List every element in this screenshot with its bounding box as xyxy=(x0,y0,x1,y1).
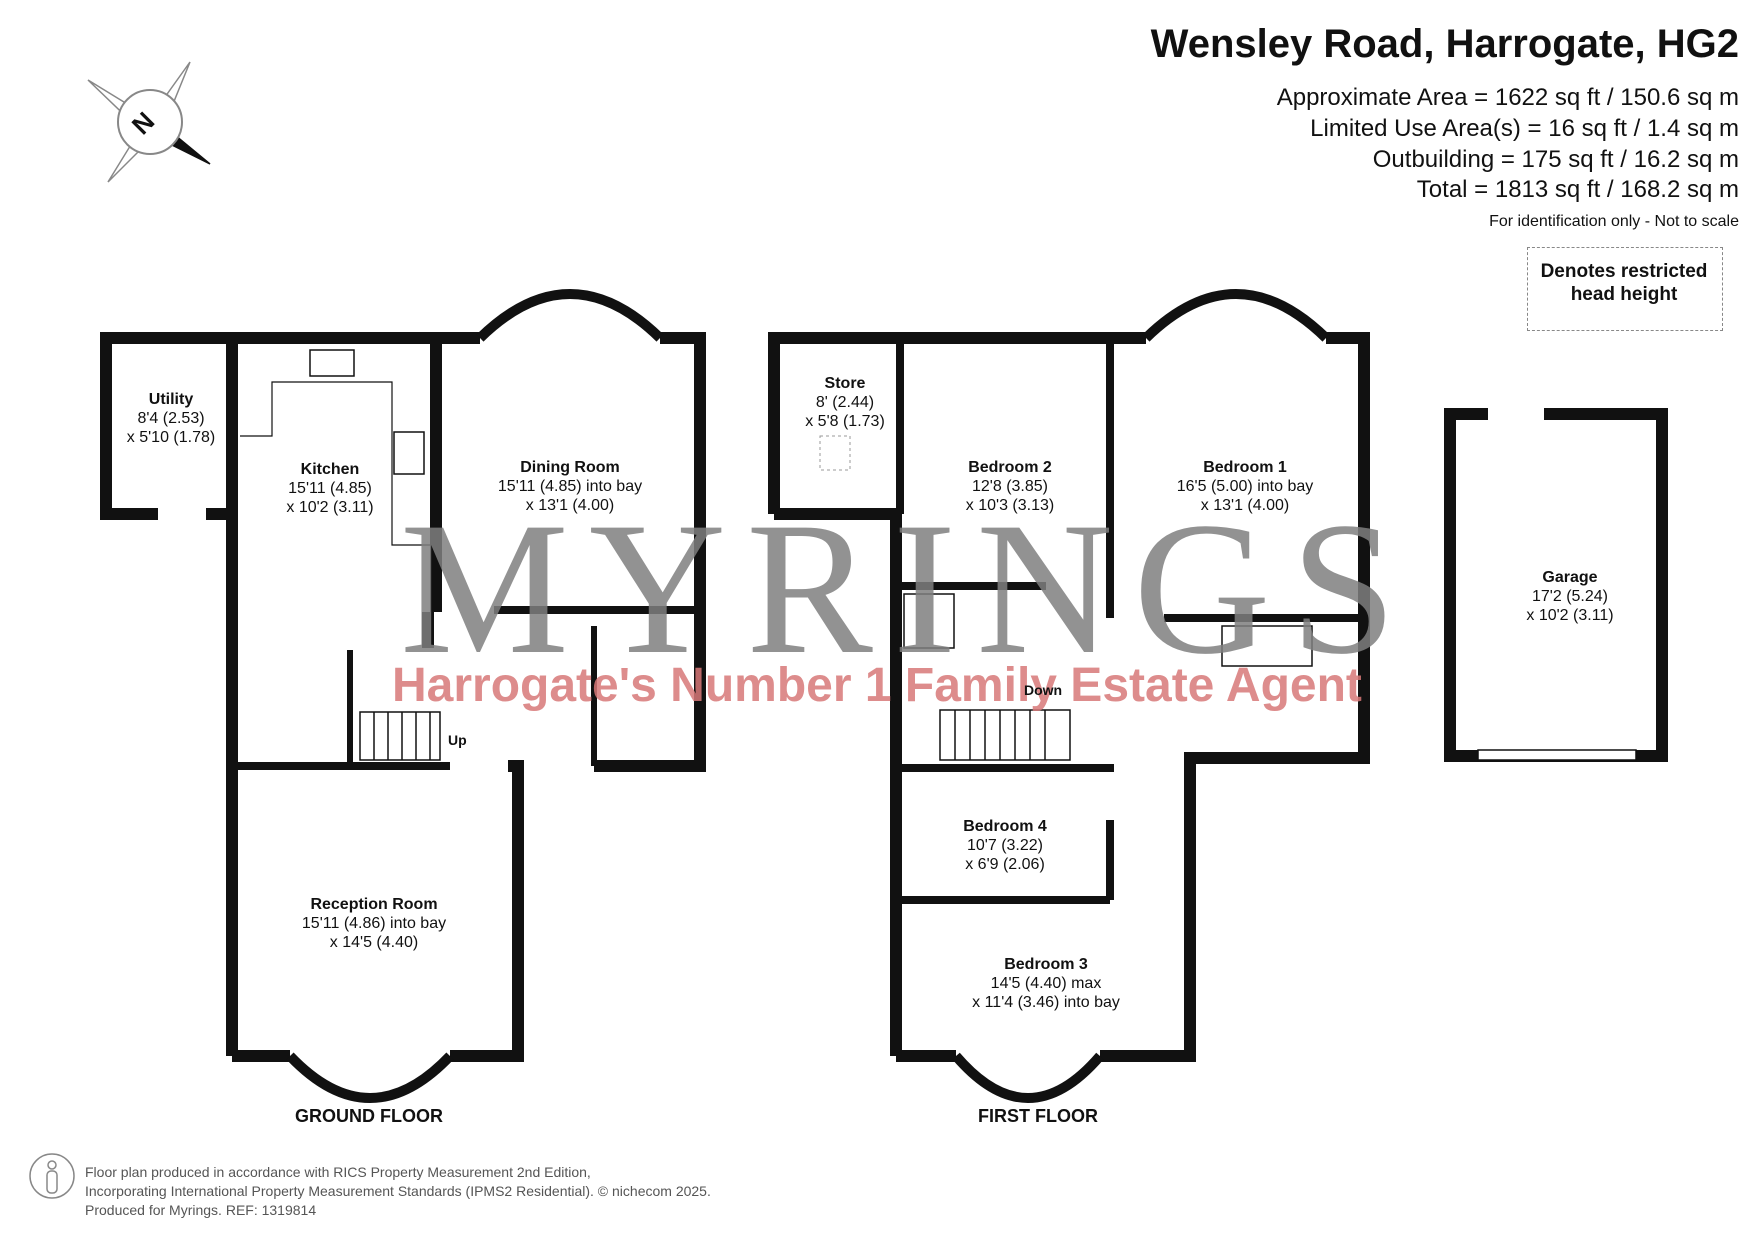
room-dim: 8'4 (2.53) xyxy=(137,410,205,427)
room-bedroom1: Bedroom 1 16'5 (5.00) into bay x 13'1 (4… xyxy=(1177,458,1313,515)
room-dim: 10'7 (3.22) xyxy=(966,837,1043,854)
legend-text: Denotes restricted head height xyxy=(1527,260,1721,306)
dining-bay-window xyxy=(476,289,664,342)
footer-credits: Floor plan produced in accordance with R… xyxy=(85,1163,711,1220)
ground-stairs-icon xyxy=(359,711,441,761)
bath-icon xyxy=(1221,625,1313,667)
room-dim: x 10'2 (3.11) xyxy=(1526,607,1614,624)
legend-line2: head height xyxy=(1570,284,1678,305)
stairs-up-label: Up xyxy=(448,732,467,748)
property-title: Wensley Road, Harrogate, HG2 xyxy=(1150,22,1739,66)
first-stairs-icon xyxy=(939,709,1071,761)
brand-watermark: MYRINGS xyxy=(400,484,1417,694)
room-dim: 15'11 (4.86) into bay xyxy=(301,915,447,932)
area-approximate: Approximate Area = 1622 sq ft / 150.6 sq… xyxy=(1276,84,1739,111)
ground-floor-label: GROUND FLOOR xyxy=(295,1106,443,1126)
room-dim: x 10'2 (3.11) xyxy=(286,499,374,516)
area-total: Total = 1813 sq ft / 168.2 sq m xyxy=(1416,176,1739,203)
first-floor-label: FIRST FLOOR xyxy=(978,1106,1098,1126)
room-dim: 8' (2.44) xyxy=(815,394,875,411)
room-name: Bedroom 2 xyxy=(968,459,1052,476)
shower-icon xyxy=(903,593,955,649)
bedroom3-bay-window xyxy=(952,1052,1104,1103)
brand-tagline: Harrogate's Number 1 Family Estate Agent xyxy=(392,659,1362,712)
room-dim: x 13'1 (4.00) xyxy=(525,497,615,514)
kitchen-sink-icon xyxy=(309,349,355,377)
area-limited-use: Limited Use Area(s) = 16 sq ft / 1.4 sq … xyxy=(1310,115,1739,142)
footer-line: Produced for Myrings. REF: 1319814 xyxy=(85,1202,317,1218)
footer-line: Floor plan produced in accordance with R… xyxy=(85,1164,591,1180)
reception-bay-window xyxy=(286,1052,454,1103)
legend-line1: Denotes restricted xyxy=(1540,261,1708,282)
room-name: Kitchen xyxy=(300,461,360,478)
room-dining: Dining Room 15'11 (4.85) into bay x 13'1… xyxy=(498,458,642,515)
area-outbuilding: Outbuilding = 175 sq ft / 16.2 sq m xyxy=(1372,146,1739,173)
room-dim: x 14'5 (4.40) xyxy=(329,934,419,951)
room-dim: x 6'9 (2.06) xyxy=(965,856,1045,873)
room-dim: x 10'3 (3.13) xyxy=(965,497,1055,514)
scale-note: For identification only - Not to scale xyxy=(1489,213,1739,230)
room-name: Utility xyxy=(148,391,194,408)
room-utility: Utility 8'4 (2.53) x 5'10 (1.78) xyxy=(127,390,215,447)
stairs-down-label: Down xyxy=(1024,682,1063,698)
room-name: Reception Room xyxy=(310,896,438,913)
footer-line: Incorporating International Property Mea… xyxy=(85,1183,711,1199)
hob-icon xyxy=(393,431,425,475)
room-dim: x 5'10 (1.78) xyxy=(126,429,216,446)
first-floor-walls xyxy=(768,332,1370,1062)
room-name: Garage xyxy=(1542,569,1598,586)
room-dim: 15'11 (4.85) into bay xyxy=(497,478,643,495)
room-garage: Garage 17'2 (5.24) x 10'2 (3.11) xyxy=(1526,568,1613,625)
room-reception: Reception Room 15'11 (4.86) into bay x 1… xyxy=(302,895,446,952)
room-kitchen: Kitchen 15'11 (4.85) x 10'2 (3.11) xyxy=(286,460,373,517)
room-bedroom4: Bedroom 4 10'7 (3.22) x 6'9 (2.06) xyxy=(963,817,1047,874)
room-dim: 17'2 (5.24) xyxy=(1532,588,1608,605)
room-name: Bedroom 4 xyxy=(963,818,1047,835)
room-bedroom3: Bedroom 3 14'5 (4.40) max x 11'4 (3.46) … xyxy=(972,955,1120,1012)
room-dim: x 13'1 (4.00) xyxy=(1200,497,1290,514)
room-dim: 12'8 (3.85) xyxy=(972,478,1048,495)
room-bedroom2: Bedroom 2 12'8 (3.85) x 10'3 (3.13) xyxy=(966,458,1054,515)
room-name: Bedroom 1 xyxy=(1203,459,1287,476)
room-dim: 16'5 (5.00) into bay xyxy=(1176,478,1314,495)
garage-door-icon xyxy=(1477,749,1637,761)
room-dim: x 5'8 (1.73) xyxy=(805,413,885,430)
bedroom1-bay-window xyxy=(1142,289,1330,342)
room-dim: 15'11 (4.85) xyxy=(288,480,372,497)
room-name: Bedroom 3 xyxy=(1004,956,1088,973)
room-store: Store 8' (2.44) x 5'8 (1.73) xyxy=(805,374,885,431)
ground-floor-walls xyxy=(100,332,706,1062)
room-name: Dining Room xyxy=(520,459,620,476)
room-name: Store xyxy=(824,375,866,392)
room-dim: x 11'4 (3.46) into bay xyxy=(972,994,1120,1011)
restricted-height-legend xyxy=(1527,247,1723,331)
room-dim: 14'5 (4.40) max xyxy=(990,975,1102,992)
compass-rose-icon xyxy=(87,61,211,183)
person-icon xyxy=(29,1153,75,1199)
